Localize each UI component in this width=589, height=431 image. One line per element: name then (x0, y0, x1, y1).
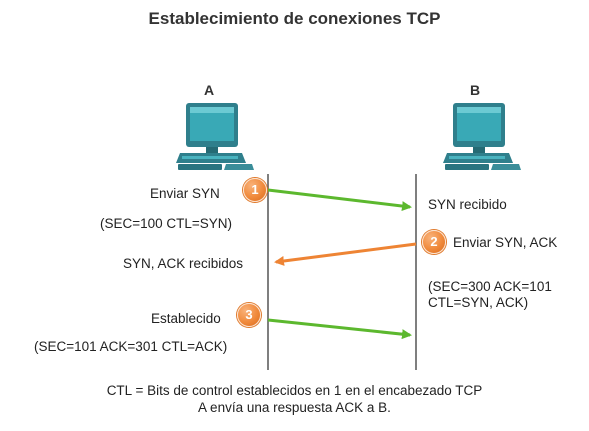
diagram-title: Establecimiento de conexiones TCP (148, 9, 441, 28)
syn-segment-fields: (SEC=100 CTL=SYN) (100, 216, 233, 231)
synack-segment-fields-line2: CTL=SYN, ACK) (428, 295, 529, 310)
ack-arrow (267, 318, 412, 340)
host-b-label: B (470, 82, 481, 98)
footer-ack-note: A envía una respuesta ACK a B. (198, 400, 391, 415)
computer-icon (443, 103, 521, 170)
step-1-label: Enviar SYN (150, 186, 220, 201)
step-1-badge: 1 (243, 178, 267, 202)
footer-ctl-note: CTL = Bits de control establecidos en 1 … (106, 383, 483, 398)
host-a-label: A (204, 82, 215, 98)
step-2-label: Enviar SYN, ACK (453, 235, 558, 250)
synack-arrow (274, 242, 417, 266)
computer-icon (176, 103, 254, 170)
synack-segment-fields-line1: (SEC=300 ACK=101 (428, 279, 552, 294)
syn-arrow (267, 188, 412, 212)
step-3-badge: 3 (237, 303, 261, 327)
synack-received-label: SYN, ACK recibidos (123, 256, 244, 271)
ack-segment-fields: (SEC=101 ACK=301 CTL=ACK) (34, 339, 228, 354)
syn-received-label: SYN recibido (428, 197, 507, 212)
step-2-badge: 2 (422, 230, 446, 254)
step-3-label: Establecido (151, 311, 221, 326)
